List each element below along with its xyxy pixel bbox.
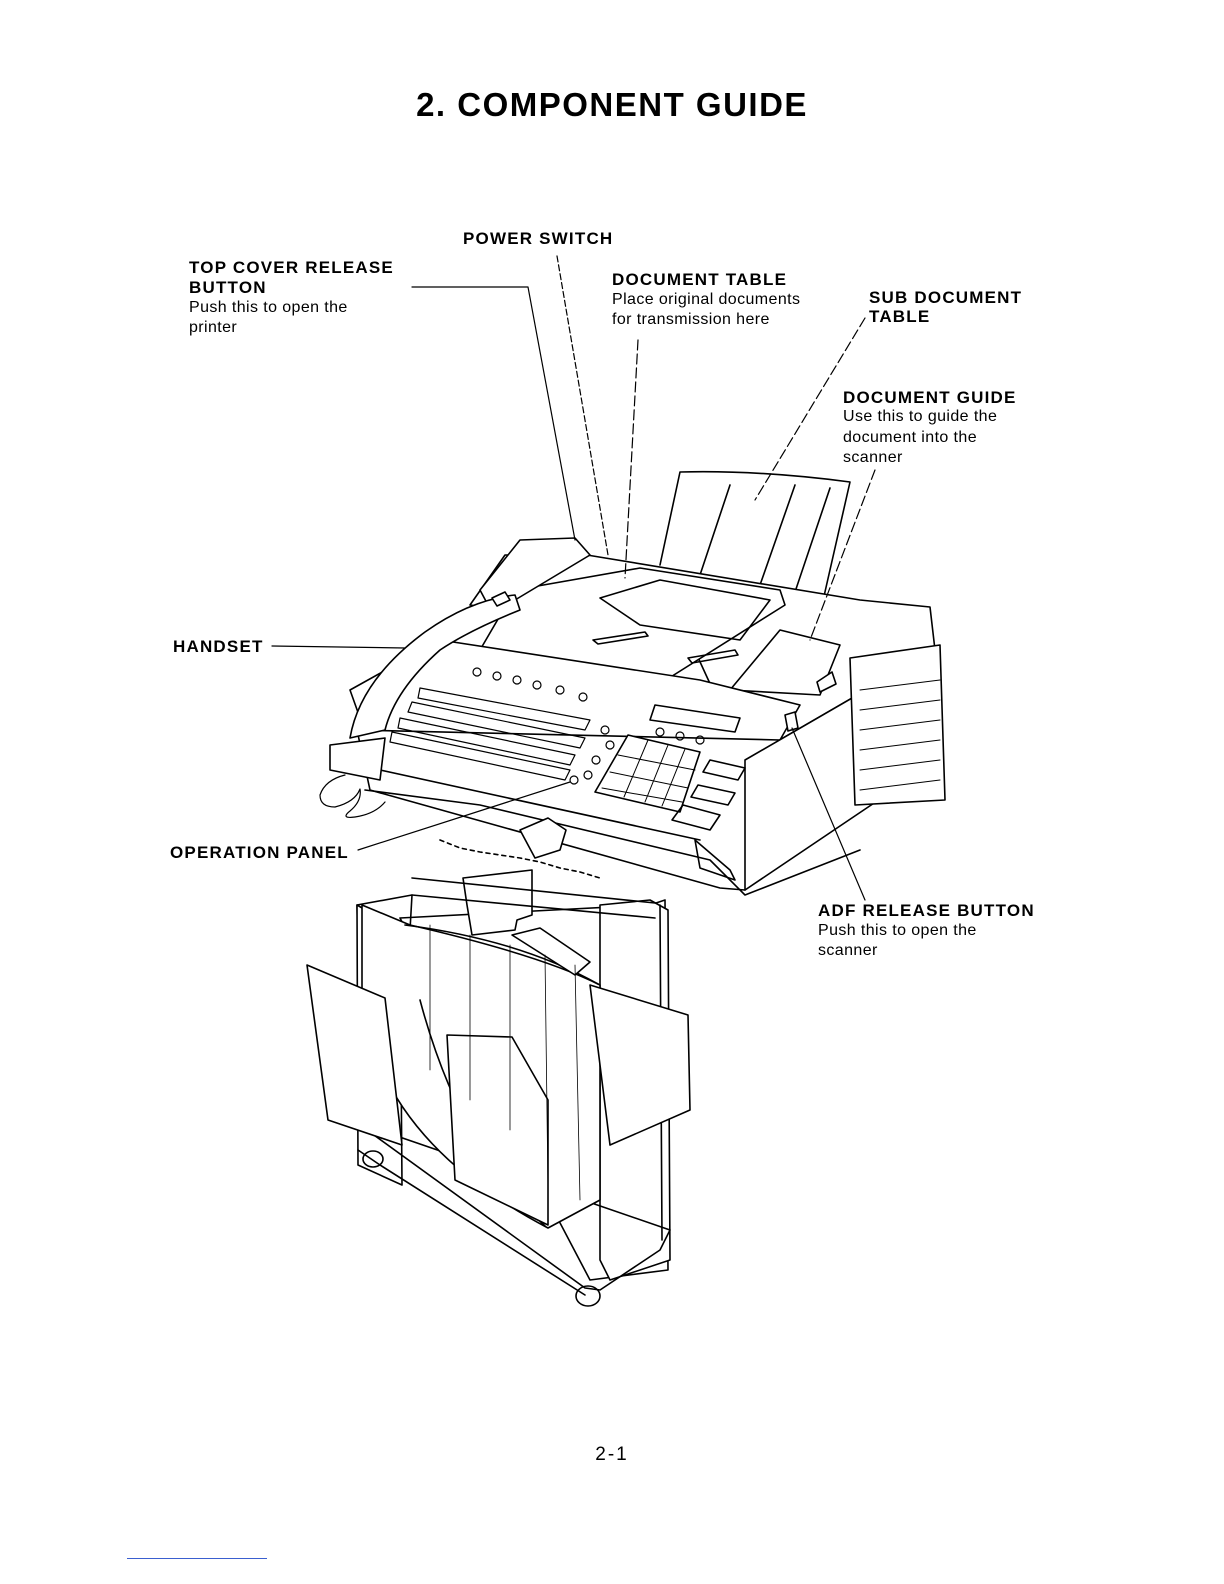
document-table-description-line2: for transmission here (612, 311, 770, 328)
sub-document-table-label-line2: TABLE (869, 307, 931, 326)
stand-drawing (307, 870, 690, 1306)
document-guide-label: DOCUMENT GUIDE (843, 388, 1017, 407)
top-cover-release-label: TOP COVER RELEASE (189, 258, 394, 277)
leader-lines (272, 256, 875, 900)
adf-release-button-label: ADF RELEASE BUTTON (818, 901, 1035, 920)
top-cover-release-description: Push this to open the (189, 299, 348, 316)
document-table-description: Place original documents (612, 291, 801, 308)
document-table-label: DOCUMENT TABLE (612, 270, 788, 289)
adf-release-button-description-line2: scanner (818, 942, 878, 959)
operation-panel-label: OPERATION PANEL (170, 843, 349, 862)
power-switch-label: POWER SWITCH (463, 229, 614, 248)
top-cover-release-label-line2: BUTTON (189, 278, 267, 297)
document-guide-description-line3: scanner (843, 449, 903, 466)
handset-label: HANDSET (173, 637, 264, 656)
document-guide-description-line2: document into the (843, 429, 977, 446)
adf-release-button-description: Push this to open the (818, 922, 977, 939)
footer-rule (127, 1558, 267, 1559)
page-number: 2-1 (595, 1444, 629, 1465)
fax-body-drawing (320, 472, 945, 895)
top-cover-release-description-line2: printer (189, 319, 238, 336)
page-title: 2. COMPONENT GUIDE (416, 86, 808, 123)
document-guide-description: Use this to guide the (843, 408, 998, 425)
sub-document-table-label: SUB DOCUMENT (869, 288, 1023, 307)
